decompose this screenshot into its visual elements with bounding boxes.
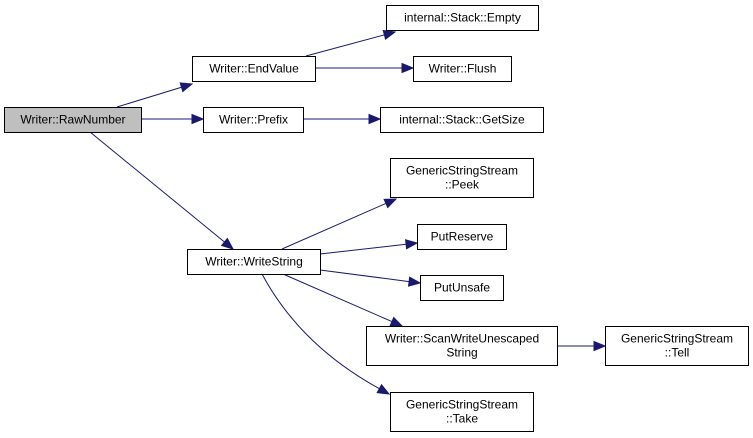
edge-raw_number-to-end_value [116, 82, 194, 108]
arrowhead-icon [407, 276, 422, 287]
node-stack-empty[interactable]: internal::Stack::Empty [386, 5, 539, 31]
edge-raw_number-to-prefix [141, 113, 205, 125]
node-box[interactable] [192, 56, 316, 82]
node-label: PutUnsafe [434, 281, 490, 295]
edge-write_string-to-scan_write [282, 273, 404, 327]
node-box[interactable] [390, 158, 534, 198]
node-box[interactable] [366, 326, 558, 366]
node-label: internal::Stack::Empty [404, 11, 521, 25]
node-box[interactable] [4, 107, 142, 133]
node-take[interactable]: GenericStringStream::Take [390, 392, 534, 432]
edge-line [116, 86, 182, 108]
node-end-value[interactable]: Writer::EndValue [192, 56, 316, 82]
arrowhead-icon [389, 316, 404, 327]
node-label: GenericStringStream [406, 164, 518, 178]
node-put-unsafe[interactable]: PutUnsafe [420, 275, 504, 301]
edge-line [319, 243, 407, 255]
node-label: ::Take [446, 412, 478, 426]
node-peek[interactable]: GenericStringStream::Peek [390, 158, 534, 198]
arrowhead-icon [404, 239, 419, 250]
node-flush[interactable]: Writer::Flush [413, 56, 512, 82]
edge-raw_number-to-write_string [89, 131, 235, 250]
arrowhead-icon [593, 340, 607, 352]
edges-layer [89, 29, 607, 395]
node-label: Writer::Flush [429, 62, 497, 76]
node-put-reserve[interactable]: PutReserve [417, 224, 507, 250]
node-box[interactable] [203, 107, 304, 133]
edge-prefix-to-stack_getsize [303, 113, 382, 125]
node-box[interactable] [380, 107, 544, 133]
edge-write_string-to-peek [281, 198, 398, 250]
edge-end_value-to-flush [315, 62, 415, 74]
node-box[interactable] [390, 392, 534, 432]
arrowhead-icon [368, 113, 382, 125]
node-box[interactable] [386, 5, 539, 31]
node-write-string[interactable]: Writer::WriteString [187, 249, 321, 275]
node-label: Writer::WriteString [205, 255, 303, 269]
edge-line [305, 34, 385, 57]
edge-write_string-to-put_reserve [319, 239, 419, 255]
edge-line [281, 202, 387, 250]
node-label: ::Tell [665, 346, 690, 360]
arrowhead-icon [401, 62, 415, 74]
arrowhead-icon [191, 113, 205, 125]
arrowhead-icon [179, 82, 194, 93]
arrowhead-icon [382, 29, 397, 41]
node-label: ::Peek [445, 178, 480, 192]
edge-write_string-to-put_unsafe [319, 269, 422, 287]
node-prefix[interactable]: Writer::Prefix [203, 107, 304, 133]
edge-line [261, 273, 380, 390]
edge-write_string-to-take [261, 273, 391, 395]
node-box[interactable] [417, 224, 507, 250]
node-box[interactable] [187, 249, 321, 275]
node-tell[interactable]: GenericStringStream::Tell [605, 326, 749, 366]
node-label: Writer::RawNumber [20, 113, 125, 127]
edge-line [282, 273, 393, 323]
node-box[interactable] [413, 56, 512, 82]
arrowhead-icon [383, 198, 398, 209]
arrowhead-icon [376, 383, 391, 395]
node-stack-getsize[interactable]: internal::Stack::GetSize [380, 107, 544, 133]
node-box[interactable] [605, 326, 749, 366]
node-box[interactable] [420, 275, 504, 301]
node-label: PutReserve [431, 230, 494, 244]
edge-line [89, 131, 225, 243]
node-label: GenericStringStream [621, 332, 733, 346]
node-label: Writer::Prefix [219, 113, 288, 127]
node-label: internal::Stack::GetSize [399, 113, 525, 127]
node-label: Writer::EndValue [209, 62, 299, 76]
edge-scan_write-to-tell [557, 340, 607, 352]
node-raw-number[interactable]: Writer::RawNumber [4, 107, 142, 133]
arrowhead-icon [220, 237, 235, 250]
node-label: Writer::ScanWriteUnescaped [385, 332, 539, 346]
nodes-layer: Writer::RawNumberWriter::EndValueWriter:… [4, 5, 749, 432]
edge-end_value-to-stack_empty [305, 29, 397, 57]
edge-line [319, 269, 410, 283]
node-label: GenericStringStream [406, 398, 518, 412]
node-label: String [446, 346, 477, 360]
